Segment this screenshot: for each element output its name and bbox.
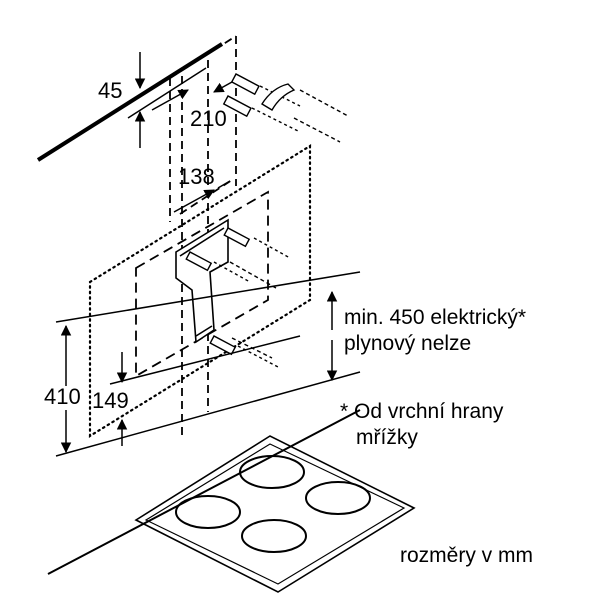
mounting-bracket xyxy=(175,218,229,344)
dimension-410-label: 410 xyxy=(44,384,81,409)
hood-dotted-outline xyxy=(88,144,312,438)
burner-rear-right xyxy=(305,481,371,515)
min-distance-line2: plynový nelze xyxy=(344,332,471,355)
dimension-210-label: 210 xyxy=(190,106,227,131)
cooktop xyxy=(47,409,416,593)
footnote-line1: * Od vrchní hrany xyxy=(340,400,504,423)
dimension-210-lines xyxy=(151,81,233,111)
screw-set-top xyxy=(222,73,349,143)
min-distance-line1: min. 450 elektrický* xyxy=(344,306,526,329)
dimension-45-label: 45 xyxy=(98,78,122,103)
dimension-138-label: 138 xyxy=(178,164,215,189)
burner-rear-left xyxy=(239,455,305,489)
footnote-line2: mřížky xyxy=(356,426,418,449)
dimension-45-lines xyxy=(127,52,207,148)
screw-set-middle xyxy=(185,227,291,289)
ceiling-edge xyxy=(36,42,224,162)
hood-bottom-lines xyxy=(55,271,361,457)
dimension-149-label: 149 xyxy=(92,388,129,413)
hood-inner-outline xyxy=(135,190,269,378)
dimension-138-lines xyxy=(173,180,231,213)
burner-front-right xyxy=(241,519,307,553)
units-label: rozměry v mm xyxy=(400,544,533,567)
burner-front-left xyxy=(175,495,241,529)
